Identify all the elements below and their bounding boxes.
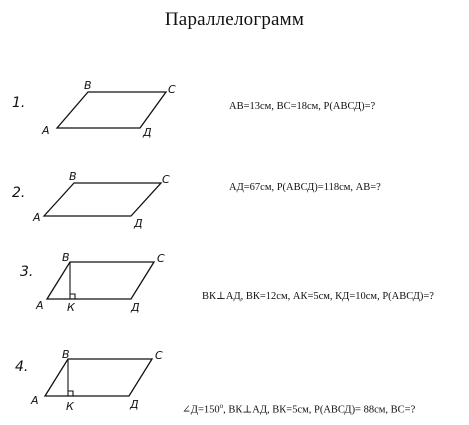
vertex-a-label: A <box>41 124 50 137</box>
vertex-a-label: A <box>30 394 39 407</box>
angle-condition: ∠Д=150 <box>182 404 220 416</box>
vertex-c-label: C <box>162 173 170 186</box>
vertex-c-label: C <box>155 349 163 362</box>
parallelogram-2 <box>42 182 163 217</box>
foot-k-label: К <box>67 301 76 314</box>
problem-2-number: 2. <box>12 185 25 201</box>
problem-2-figure: 2. A B C Д <box>12 170 170 230</box>
vertex-b-label: B <box>62 348 70 361</box>
problem-4-text-line: ∠Д=150o, ВК⊥АД, ВК=5см, Р(АВСД)= 88см, В… <box>182 400 415 417</box>
problem-1-number: 1. <box>12 95 25 111</box>
problem-4-number: 4. <box>15 359 28 375</box>
problem-1-figure: 1. A B C Д <box>12 79 176 139</box>
foot-k-label: К <box>66 400 75 413</box>
vertex-a-label: A <box>35 299 44 312</box>
vertex-a-label: A <box>32 211 41 224</box>
vertex-d-label: Д <box>130 301 140 314</box>
vertex-c-label: C <box>157 252 165 265</box>
problem-3-number: 3. <box>20 264 33 280</box>
problem-3-figure: 3. A B C Д К <box>20 251 165 314</box>
vertex-d-label: Д <box>129 398 139 411</box>
right-angle-mark <box>68 390 74 396</box>
right-angle-mark <box>70 293 76 299</box>
problem-3-text: ВК⊥АД, ВК=12см, АК=5см, КД=10см, Р(АВСД)… <box>202 291 434 302</box>
problem-4-text: , ВК⊥АД, ВК=5см, Р(АВСД)= 88см, ВС=? <box>223 404 416 416</box>
vertex-d-label: Д <box>142 126 152 139</box>
vertex-d-label: Д <box>133 217 143 230</box>
parallelogram-4 <box>43 358 154 397</box>
parallelogram-3 <box>45 261 156 300</box>
vertex-b-label: B <box>62 251 70 264</box>
degree-mark: o <box>219 402 224 410</box>
problem-1-text: АВ=13см, ВС=18см, Р(АВСД)=? <box>229 101 376 112</box>
page-title: Параллелограмм <box>164 9 305 30</box>
problem-2-text: АД=67см, Р(АВСД)=118см, АВ=? <box>229 182 381 193</box>
parallelogram-1 <box>55 91 168 129</box>
problem-4-figure: 4. A B C Д К <box>15 348 163 413</box>
vertex-b-label: B <box>69 170 77 183</box>
vertex-b-label: B <box>84 79 92 92</box>
vertex-c-label: C <box>168 83 176 96</box>
